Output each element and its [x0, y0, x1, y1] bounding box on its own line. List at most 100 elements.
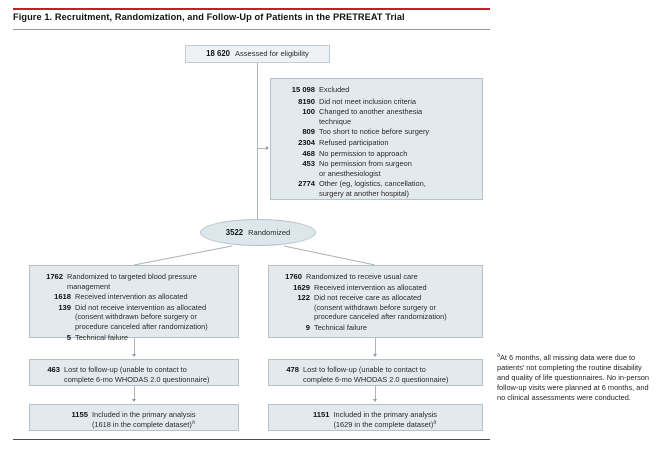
arm-left-line2: management — [67, 281, 111, 291]
reason-label: Changed to another anesthesia technique — [319, 107, 476, 126]
footnote-marker: a — [191, 419, 195, 426]
arm-left-item-row: 1618 Received intervention as allocated — [33, 292, 233, 302]
item-line1: Did not receive intervention as allocate… — [75, 302, 207, 312]
lost-right-count: 478 — [286, 365, 299, 374]
item-count: 139 — [58, 302, 71, 312]
item-count: 1618 — [54, 292, 71, 302]
arm-left-item-row: 139 Did not receive intervention as allo… — [33, 303, 233, 332]
connector-left-lost-to-included — [134, 386, 135, 399]
item-label: Technical failure — [314, 322, 367, 332]
reason-count: 100 — [302, 107, 315, 117]
footnote: aAt 6 months, all missing data were due … — [497, 353, 652, 403]
included-line2: (1629 in the complete dataset)a — [333, 419, 437, 430]
connector-left-arm-to-lost — [134, 338, 135, 355]
arm-right-count: 1760 — [285, 272, 302, 281]
lost-line1: Lost to follow-up (unable to contact to — [303, 365, 426, 374]
randomized-oval: 3522 Randomized — [200, 219, 316, 246]
included-line1: Included in the primary analysis — [333, 410, 437, 419]
item-count: 1629 — [293, 282, 310, 292]
included-dataset-text: (1629 in the complete dataset) — [333, 419, 434, 429]
lost-line2: complete 6-mo WHODAS 2.0 questionnaire) — [64, 374, 210, 384]
excluded-header-row: 15 098 Excluded — [277, 85, 476, 95]
randomized-count: 3522 — [225, 228, 244, 237]
included-right-count: 1151 — [312, 410, 330, 419]
item-line3: procedure canceled after randomization) — [75, 321, 208, 331]
included-left-count: 1155 — [71, 410, 88, 419]
included-analysis-right-box: 1151 Included in the primary analysis (1… — [268, 404, 483, 431]
reason-count: 468 — [302, 148, 315, 158]
footnote-marker: a — [433, 419, 437, 426]
connector-randomized-split — [133, 245, 376, 266]
excluded-count: 15 098 — [291, 85, 315, 94]
item-label: Received intervention as allocated — [314, 282, 427, 292]
excluded-reason-row: 468 No permission to approach — [277, 149, 476, 159]
page-title: Figure 1. Recruitment, Randomization, an… — [13, 12, 405, 22]
arrow-to-excluded-icon — [266, 145, 269, 150]
connector-to-excluded — [257, 148, 266, 149]
reason-label: Too short to notice before surgery — [319, 127, 430, 137]
lost-followup-right-box: 478 Lost to follow-up (unable to contact… — [268, 359, 483, 386]
arm-left-count: 1762 — [46, 272, 63, 281]
assessed-count: 18 620 — [206, 49, 231, 59]
assessed-label: Assessed for eligibility — [235, 49, 309, 59]
arm-left-item-row: 5 Technical failure — [33, 333, 233, 343]
reason-line1: Other (eg, logistics, cancellation, — [319, 179, 426, 189]
included-left-row: 1155 Included in the primary analysis (1… — [71, 410, 195, 429]
excluded-reason-row: 8190 Did not meet inclusion criteria — [277, 97, 476, 107]
included-right-label: Included in the primary analysis (1629 i… — [333, 410, 437, 429]
arm-right-item-row: 1629 Received intervention as allocated — [272, 283, 477, 293]
reason-count: 8190 — [298, 96, 315, 106]
connector-assessed-to-randomized — [257, 63, 258, 219]
reason-line2: technique — [319, 116, 352, 126]
reason-label: Did not meet inclusion criteria — [319, 96, 416, 106]
item-label: Did not receive care as allocated (conse… — [314, 293, 477, 322]
lost-followup-left-box: 463 Lost to follow-up (unable to contact… — [29, 359, 239, 386]
arm-left-box: 1762 Randomized to targeted blood pressu… — [29, 265, 239, 342]
reason-line2: surgery at another hospital) — [319, 188, 409, 198]
item-label: Technical failure — [75, 332, 128, 342]
excluded-reason-row: 809 Too short to notice before surgery — [277, 127, 476, 137]
connector-right-lost-to-included — [375, 386, 376, 399]
lost-line2: complete 6-mo WHODAS 2.0 questionnaire) — [303, 374, 449, 384]
item-count: 5 — [66, 332, 71, 342]
excluded-label: Excluded — [319, 85, 350, 94]
excluded-reason-row: 453 No permission from surgeon or anesth… — [277, 159, 476, 178]
arrow-right-included-icon — [372, 399, 377, 402]
title-top-rule — [13, 8, 490, 10]
excluded-reason-row: 100 Changed to another anesthesia techni… — [277, 107, 476, 126]
randomized-label: Randomized — [248, 228, 291, 237]
reason-line2: or anesthesiologist — [319, 168, 381, 178]
reason-count: 2304 — [298, 137, 315, 147]
excluded-box: 15 098 Excluded 8190 Did not meet inclus… — [270, 78, 483, 200]
arm-left-line1: Randomized to targeted blood pressure — [67, 272, 197, 281]
lost-right-row: 478 Lost to follow-up (unable to contact… — [273, 365, 477, 384]
arm-left-header-row: 1762 Randomized to targeted blood pressu… — [33, 272, 233, 291]
reason-line1: No permission from surgeon — [319, 159, 412, 169]
arm-right-header-row: 1760 Randomized to receive usual care — [272, 272, 477, 282]
figure-bottom-rule — [13, 439, 490, 440]
arrow-right-lost-icon — [372, 354, 377, 357]
footnote-text: At 6 months, all missing data were due t… — [497, 353, 650, 402]
reason-label: No permission from surgeon or anesthesio… — [319, 159, 476, 178]
included-right-row: 1151 Included in the primary analysis (1… — [313, 410, 437, 429]
reason-count: 2774 — [298, 179, 315, 189]
connector-right-arm-to-lost — [375, 338, 376, 355]
included-analysis-left-box: 1155 Included in the primary analysis (1… — [29, 404, 239, 431]
excluded-reason-row: 2304 Refused participation — [277, 138, 476, 148]
arm-right-item-row: 9 Technical failure — [272, 323, 477, 333]
item-count: 122 — [297, 293, 310, 303]
item-count: 9 — [305, 322, 310, 332]
included-left-label: Included in the primary analysis (1618 i… — [92, 410, 196, 429]
arrow-left-included-icon — [131, 399, 136, 402]
item-label: Received intervention as allocated — [75, 292, 188, 302]
reason-count: 809 — [302, 127, 315, 137]
item-line3: procedure canceled after randomization) — [314, 312, 447, 322]
item-line2: (consent withdrawn before surgery or — [314, 302, 437, 312]
arm-left-label: Randomized to targeted blood pressure ma… — [67, 272, 233, 291]
arm-right-box: 1760 Randomized to receive usual care 16… — [268, 265, 483, 338]
arm-right-label: Randomized to receive usual care — [306, 272, 418, 281]
lost-left-row: 463 Lost to follow-up (unable to contact… — [34, 365, 233, 384]
included-line2: (1618 in the complete dataset)a — [92, 419, 196, 430]
footnote-marker-a: a — [497, 352, 500, 359]
